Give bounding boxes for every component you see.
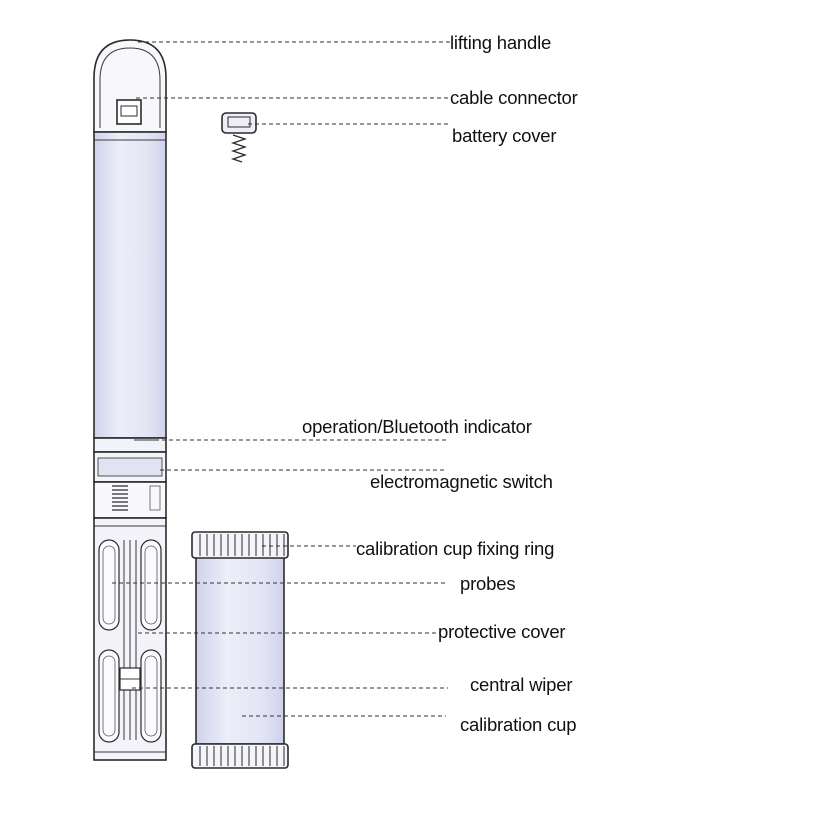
fixing-ring-top	[191, 531, 289, 559]
main-housing	[93, 131, 167, 439]
label-calibration-cup: calibration cup	[460, 714, 576, 735]
calibration-cup-body	[195, 555, 285, 745]
probe-window-left-upper	[98, 539, 120, 631]
label-battery-cover: battery cover	[452, 125, 556, 146]
label-lifting-handle: lifting handle	[450, 32, 551, 53]
probe-window-right-upper	[140, 539, 162, 631]
lifting-handle-part	[93, 39, 167, 133]
label-fixing-ring: calibration cup fixing ring	[356, 538, 554, 559]
leader-lines	[112, 41, 450, 717]
label-central-wiper: central wiper	[470, 674, 572, 695]
label-indicator: operation/Bluetooth indicator	[302, 416, 532, 437]
probe-window-right-lower	[140, 649, 162, 743]
barcode-label	[93, 481, 167, 519]
label-protective-cover: protective cover	[438, 621, 565, 642]
probe-body	[93, 39, 167, 761]
labels: lifting handle cable connector battery c…	[302, 32, 578, 735]
battery-cover-part	[221, 112, 257, 163]
calibration-cup-part	[191, 531, 289, 769]
probe-window-left-lower	[98, 649, 120, 743]
label-probes: probes	[460, 573, 515, 594]
label-cable-connector: cable connector	[450, 87, 578, 108]
fixing-ring-bottom	[191, 743, 289, 769]
label-switch: electromagnetic switch	[370, 471, 553, 492]
